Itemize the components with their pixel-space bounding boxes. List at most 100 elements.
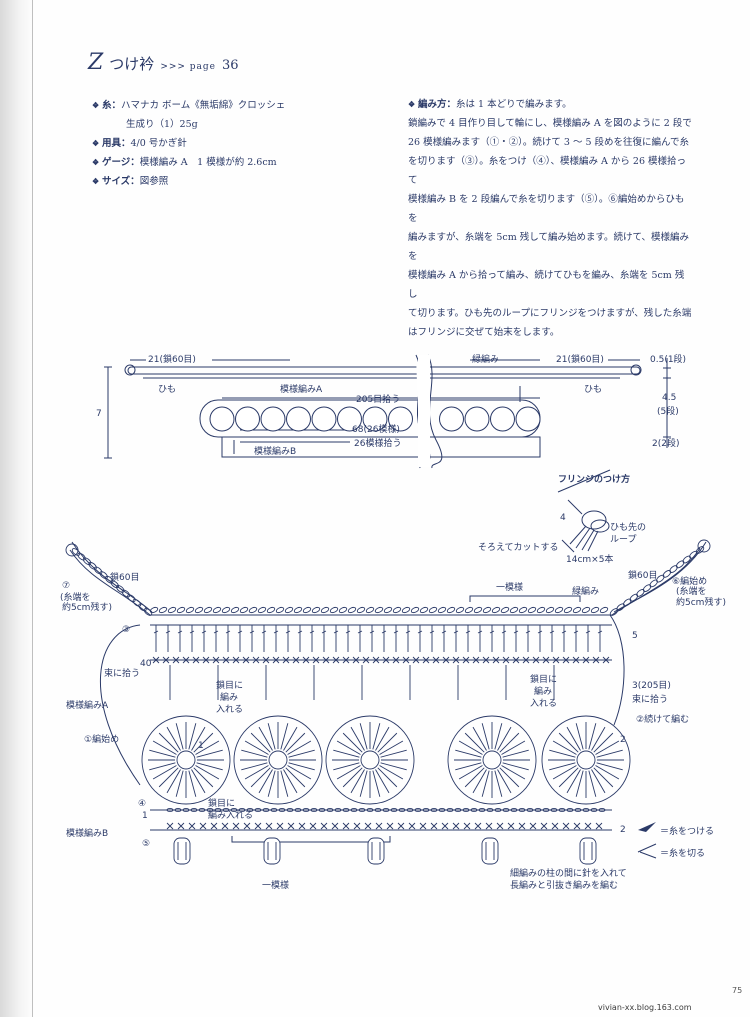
chain-stitch <box>238 807 246 813</box>
schematic-ring <box>388 406 413 432</box>
sc-stitch <box>331 822 339 830</box>
chain-stitch <box>248 606 258 614</box>
sc-stitch <box>362 656 370 664</box>
flower-post <box>375 769 390 794</box>
c2-cont: ②続けて編む <box>636 713 689 725</box>
page-number: 75 <box>732 986 743 995</box>
x40: 40 <box>140 659 152 669</box>
schematic-ring <box>235 406 260 432</box>
sc-stitch <box>262 656 270 664</box>
into-b2: 編み入れる <box>208 809 253 821</box>
sc-stitch <box>595 822 603 830</box>
fringe-tab <box>263 837 281 865</box>
chain-stitch <box>275 606 285 614</box>
flower-post <box>588 770 597 797</box>
c3: ③ <box>122 625 130 635</box>
flower-post <box>267 723 276 750</box>
fringe-tab <box>367 837 385 865</box>
sc-stitch <box>202 656 210 664</box>
dc-bar <box>369 630 375 634</box>
row1: 1 <box>142 811 148 821</box>
flower-post <box>380 762 407 771</box>
sc-stitch <box>397 822 405 830</box>
chain-stitch <box>414 807 422 813</box>
pattern-b-label: 模様編みB <box>254 445 296 457</box>
chain-stitch <box>454 807 462 813</box>
chain-stitch <box>302 606 312 614</box>
flower-post <box>149 762 176 771</box>
chain-stitch <box>510 807 518 813</box>
chain-stitch <box>581 606 591 614</box>
chain-stitch <box>82 557 92 566</box>
chain-stitch <box>649 579 658 588</box>
sc-stitch <box>540 822 548 830</box>
flower-post <box>193 767 214 788</box>
stitch-chart: ⑦ (糸端を 約5cm残す) 鎖60目 一模様 緑編み 鎖60目 ⑥編始め (糸… <box>60 539 726 891</box>
chain-stitch <box>270 807 278 813</box>
dc-bar <box>309 630 315 634</box>
chain-stitch <box>365 606 375 614</box>
method-line: 編みますが、糸端を 5cm 残して編み始めます。続けて、模様編みを <box>408 232 690 262</box>
sc-stitch <box>408 822 416 830</box>
fringe-loop-1: ひも先の <box>610 521 646 533</box>
tail-l1: (糸端を <box>60 591 91 603</box>
flower-post <box>195 765 220 780</box>
sc-stitch <box>507 822 515 830</box>
pattern-b: 模様編みB <box>66 827 108 839</box>
flower-post <box>175 723 184 750</box>
gauge-value: 模様編み A 1 模様が約 2.6cm <box>139 157 277 168</box>
flower-post <box>158 732 179 753</box>
chain-stitch <box>286 807 294 813</box>
flower-post <box>336 765 361 780</box>
fringe-loop-2: ループ <box>610 534 636 545</box>
into-r1: 鎖目に <box>530 673 557 685</box>
sc-stitch <box>342 822 350 830</box>
sc-stitch <box>532 656 540 664</box>
chain-stitch <box>419 606 429 614</box>
sc-stitch <box>572 656 580 664</box>
flower-post <box>499 767 520 788</box>
sc-stitch <box>412 656 420 664</box>
legend-cut: ＝糸を切る <box>660 847 705 859</box>
dc-bar <box>525 630 531 634</box>
chain-stitch <box>550 807 558 813</box>
method-line: て切ります。ひも先のループにフリンジをつけますが、残した糸端 <box>408 308 692 319</box>
chain-stitch <box>599 606 609 614</box>
dc-bar <box>381 630 387 634</box>
chain-stitch <box>185 606 195 614</box>
chain-stitch <box>174 807 182 813</box>
title-text: つけ衿 <box>109 55 155 73</box>
himo-right: ひも <box>584 384 602 395</box>
c5: ⑤ <box>142 839 150 849</box>
sc-stitch <box>529 822 537 830</box>
flower-outline <box>447 715 537 805</box>
dc-bar <box>189 630 195 634</box>
flower-post <box>287 765 312 780</box>
flower-post <box>593 732 614 753</box>
sc-stitch <box>287 822 295 830</box>
pattern-a: 模様編みA <box>66 699 109 711</box>
flower-post <box>285 767 306 788</box>
bundle-right: 束に拾う <box>632 693 668 705</box>
chain-stitch <box>278 807 286 813</box>
flower-post <box>566 726 581 751</box>
chain-stitch <box>486 807 494 813</box>
into-b1: 鎖目に <box>208 797 235 809</box>
chain-stitch <box>257 606 267 614</box>
into-2: 編み <box>220 691 238 703</box>
schematic-ring <box>464 406 490 432</box>
sc-stitch <box>182 656 190 664</box>
sc-stitch <box>474 822 482 830</box>
chain-stitch <box>206 807 214 813</box>
flower-post <box>501 740 526 755</box>
flower-post <box>283 769 298 794</box>
dc-bar <box>357 630 363 634</box>
pattern-a-label: 模様編みA <box>280 383 323 395</box>
sc-stitch <box>252 656 260 664</box>
flower-post <box>566 769 581 794</box>
chain-stitch <box>598 807 606 813</box>
chain-stitch <box>293 606 303 614</box>
schematic-ring <box>362 406 388 432</box>
flower-post <box>196 762 223 771</box>
page-title: Z つけ衿 >>> page 36 <box>88 50 239 75</box>
